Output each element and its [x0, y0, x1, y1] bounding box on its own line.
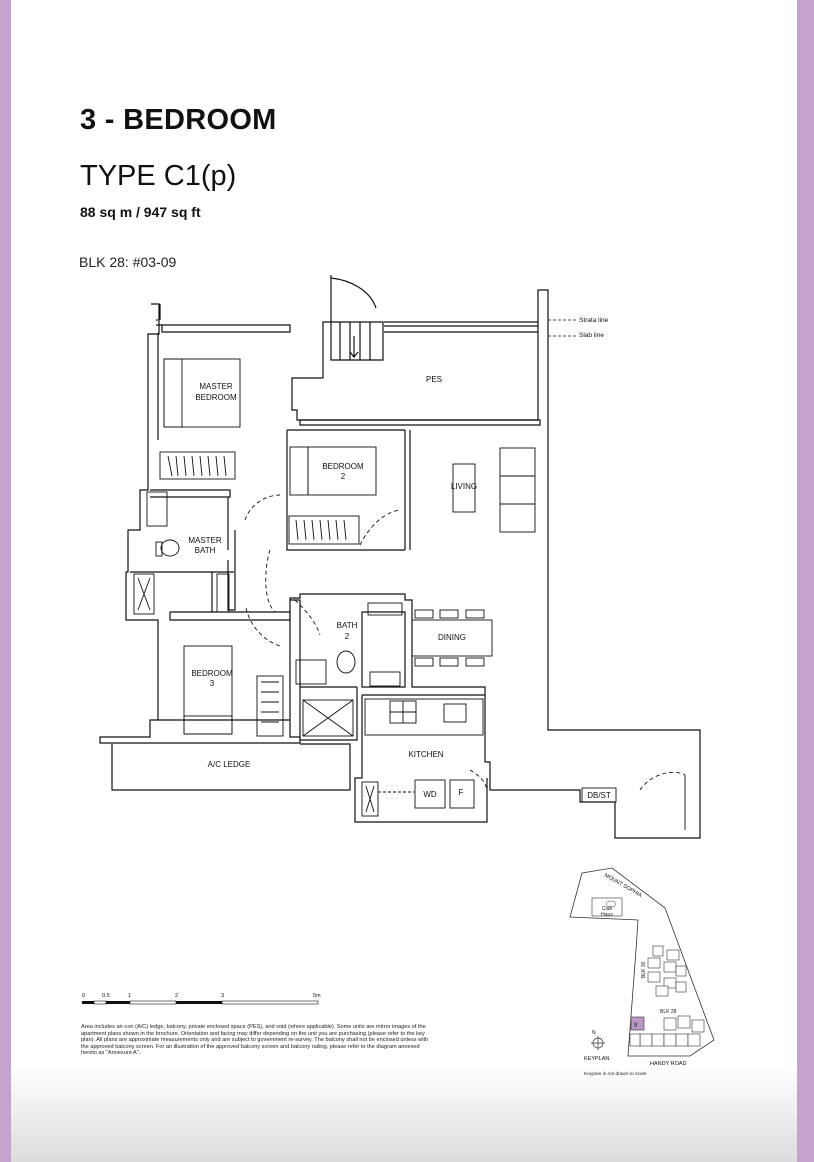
room-kitchen: KITCHEN	[408, 750, 443, 759]
scale-tick-5: 5m	[313, 993, 321, 999]
room-bedroom3-2: 3	[210, 679, 215, 688]
appliance-wd: WD	[423, 790, 437, 799]
scale-tick-2: 1	[128, 993, 131, 999]
floor-plan: MASTER BEDROOM BEDROOM 2 PES LIVING MAST…	[82, 275, 715, 1077]
strata-line-label: Strata line	[579, 317, 609, 324]
room-ac-ledge: A/C LEDGE	[208, 760, 251, 769]
page-title: 3 - BEDROOM	[80, 104, 277, 136]
unit-reference: BLK 28: #03-09	[79, 254, 177, 270]
room-pes: PES	[426, 375, 442, 384]
room-bath2-2: 2	[345, 632, 350, 641]
keyplan-label: KEYPLAN	[584, 1056, 609, 1062]
scale-tick-1: 0.5	[102, 993, 110, 999]
appliance-fridge: F	[459, 788, 464, 797]
keyplan-north: N	[592, 1030, 596, 1036]
unit-type: TYPE C1(p)	[80, 160, 237, 192]
room-bedroom2-1: BEDROOM	[322, 462, 364, 471]
keyplan-club-1: Club	[602, 906, 613, 912]
room-bedroom2-2: 2	[341, 472, 346, 481]
room-master-bedroom-1: MASTER	[199, 382, 233, 391]
slab-line-label: Slab line	[579, 332, 604, 339]
unit-area: 88 sq m / 947 sq ft	[80, 204, 201, 220]
room-dbst: DB/ST	[587, 791, 611, 800]
room-master-bath-2: BATH	[195, 546, 216, 555]
scale-tick-3: 2	[175, 993, 178, 999]
room-master-bedroom-2: BEDROOM	[195, 393, 237, 402]
keyplan-blk30: BLK 30	[641, 961, 647, 978]
scale-tick-0: 0	[82, 993, 85, 999]
keyplan-club-2: Haus	[601, 912, 613, 918]
room-living: LIVING	[451, 482, 477, 491]
keyplan-blk28: BLK 28	[660, 1009, 677, 1015]
room-bedroom3-1: BEDROOM	[191, 669, 233, 678]
keyplan-note: Keyplan is not drawn to scale	[584, 1071, 647, 1077]
right-border	[797, 0, 814, 1162]
keyplan-road-bottom: HANDY ROAD	[650, 1061, 687, 1067]
disclaimer: Area includes air-con (A/C) ledge, balco…	[81, 1024, 429, 1056]
room-bath2-1: BATH	[337, 621, 358, 630]
room-master-bath-1: MASTER	[188, 536, 222, 545]
scale-bar: 0 0.5 1 2 3 5m	[82, 993, 321, 1005]
left-border	[0, 0, 11, 1162]
brochure-page: 3 - BEDROOM TYPE C1(p) 88 sq m / 947 sq …	[11, 0, 797, 1162]
keyplan-highlight-unit: 9	[634, 1023, 638, 1029]
scale-tick-4: 3	[221, 993, 224, 999]
room-dining: DINING	[438, 633, 466, 642]
keyplan: 9 MOUNT SOPHIA Club Haus BLK 30 BLK 28 H…	[569, 867, 715, 1077]
